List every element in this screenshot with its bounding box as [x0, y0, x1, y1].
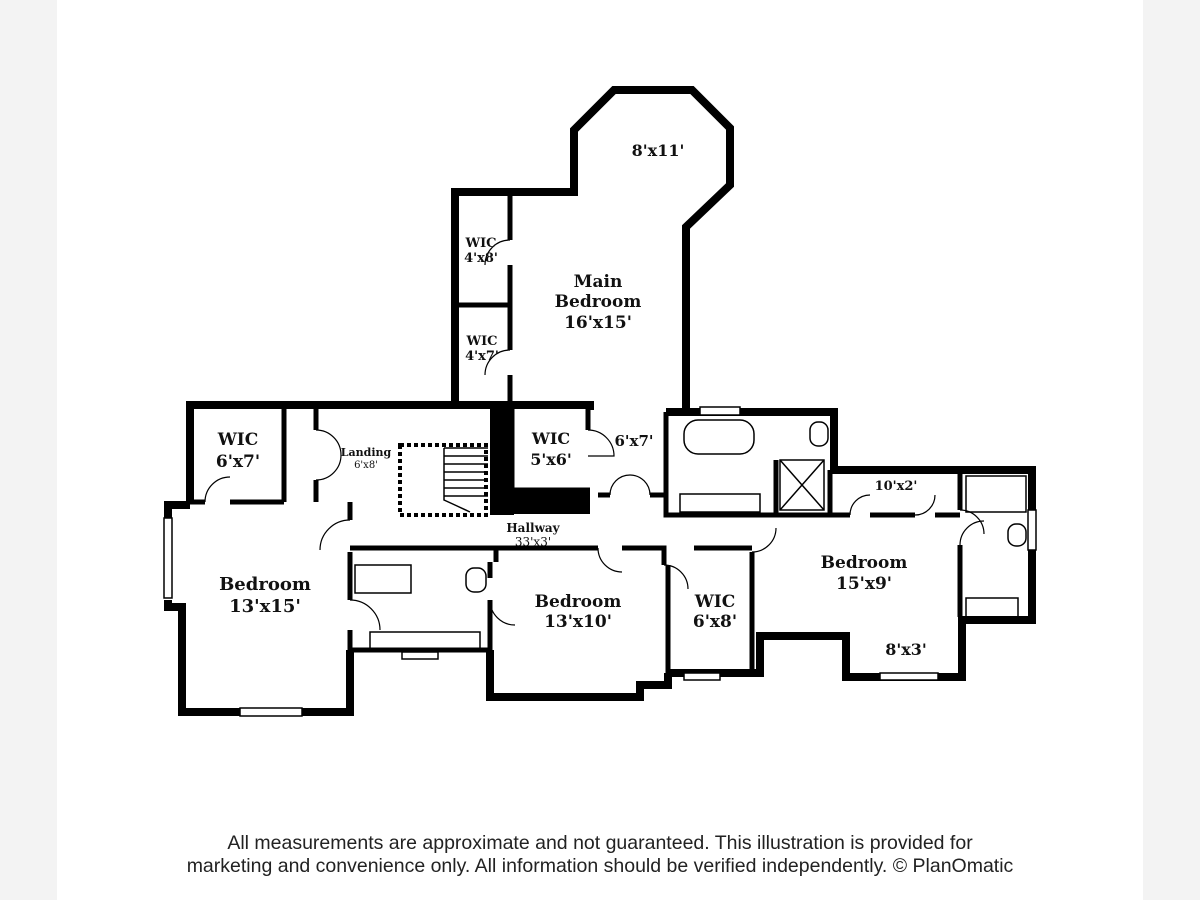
wic-center-walls [509, 408, 591, 493]
wic-right-size: 6'x8' [693, 612, 737, 632]
main-bath-wall [666, 408, 1036, 681]
wic-lower-label: WIC [465, 334, 497, 349]
hallway-upper-wall [347, 492, 666, 520]
hallway-lower-wall [350, 545, 752, 565]
hallway-size: 33'x3' [515, 535, 551, 549]
bedroom-left-size: 13'x15' [229, 596, 301, 617]
bedroom-right-size: 15'x9' [836, 574, 892, 594]
left-bedroom-inner [347, 552, 493, 653]
bedroom-center-label: Bedroom [535, 592, 622, 612]
left-bedroom-wall [164, 501, 354, 716]
wic-left-divider [190, 408, 287, 505]
main-bedroom-size: 16'x15' [564, 313, 632, 333]
main-bay-size: 8'x11' [632, 141, 685, 160]
center-bedroom-inner [665, 552, 760, 676]
main-bedroom-label-1: Main [574, 272, 623, 292]
staircase [398, 443, 488, 517]
bedroom-left-label: Bedroom [219, 574, 311, 595]
disclaimer: All measurements are approximate and not… [0, 832, 1200, 878]
wic-walls [455, 196, 513, 405]
main-bath-size: 6'x7' [614, 432, 653, 450]
wic-right-label: WIC [694, 592, 736, 612]
stair-wall-block [490, 405, 514, 515]
main-bath-inner [663, 412, 833, 518]
wic-left-label: WIC [217, 430, 259, 450]
hallway-label: Hallway [506, 521, 560, 535]
landing-label: Landing [341, 446, 392, 459]
main-bedroom-wall [451, 86, 734, 412]
wic-center-floor-wall [514, 488, 590, 514]
wic-center-size: 5'x6' [530, 450, 572, 469]
upper-left-walls [186, 401, 594, 502]
main-bedroom-label-2: Bedroom [555, 292, 642, 312]
landing-size: 6'x8' [354, 460, 378, 471]
bedroom-right-label: Bedroom [821, 553, 908, 573]
wic-lower-size: 4'x7' [465, 349, 499, 364]
center-bedroom-wall [486, 650, 672, 701]
page-background [57, 0, 1143, 900]
disclaimer-line-2: marketing and convenience only. All info… [186, 855, 1014, 877]
closet-right-size: 10'x2' [875, 479, 918, 494]
windows [163, 406, 1037, 717]
wic-center-label: WIC [531, 429, 570, 448]
floor-plan: 8'x11' Main Bedroom 16'x15' WIC 4'x8' WI… [163, 86, 1037, 717]
bath-fixtures [354, 419, 1027, 651]
wic-upper-size: 4'x8' [464, 251, 498, 266]
door-swings [204, 239, 985, 631]
bath-right-divider [832, 473, 963, 617]
wic-left-size: 6'x7' [216, 452, 260, 472]
bedroom-center-size: 13'x10' [544, 612, 612, 632]
nook-right-size: 8'x3' [885, 640, 927, 659]
wic-upper-label: WIC [464, 236, 496, 251]
disclaimer-line-1: All measurements are approximate and not… [227, 832, 973, 854]
